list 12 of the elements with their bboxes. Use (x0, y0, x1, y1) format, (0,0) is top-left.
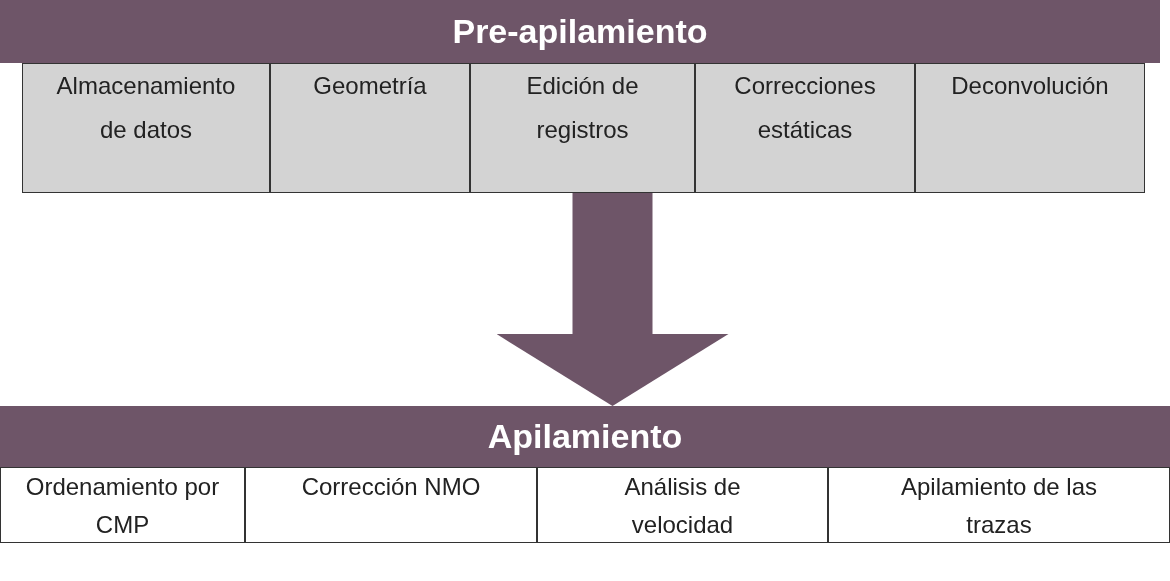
step-cell: Almacenamiento de datos (22, 63, 270, 193)
step-cell: Geometría (270, 63, 470, 193)
step-cell: Correcciones estáticas (695, 63, 915, 193)
step-cell: Edición de registros (470, 63, 695, 193)
step-cell: Ordenamiento por CMP (0, 467, 245, 543)
block-arrow (496, 193, 729, 406)
step-cell: Deconvolución (915, 63, 1145, 193)
stage-header: Pre-apilamiento (0, 0, 1160, 63)
step-cell: Análisis de velocidad (537, 467, 828, 543)
step-cell: Apilamiento de las trazas (828, 467, 1170, 543)
step-cell: Corrección NMO (245, 467, 537, 543)
stage-header: Apilamiento (0, 406, 1170, 467)
